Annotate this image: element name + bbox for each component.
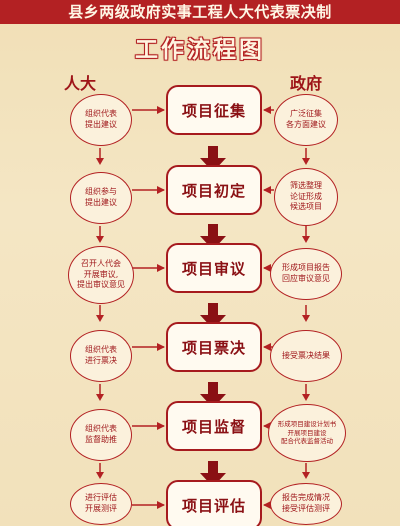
right-oval-6: 报告完成情况 接受评估测评: [270, 483, 342, 525]
poster-title: 县乡两级政府实事工程人大代表票决制: [68, 3, 332, 21]
step-preliminary: 项目初定: [166, 165, 262, 215]
right-column-header: 政府: [290, 74, 323, 93]
step-collection: 项目征集: [166, 85, 262, 135]
step-review: 项目审议: [166, 243, 262, 293]
step-supervision: 项目监督: [166, 401, 262, 451]
step-voting: 项目票决: [166, 322, 262, 372]
right-oval-1: 广泛征集 各方面建议: [274, 94, 338, 146]
left-oval-5: 组织代表 监督助推: [70, 409, 132, 461]
left-oval-6: 进行评估 开展测评: [70, 483, 132, 525]
left-column-header: 人大: [64, 74, 97, 93]
step-evaluation: 项目评估: [166, 480, 262, 526]
left-oval-2: 组织参与 提出建议: [70, 172, 132, 224]
right-oval-2: 筛选整理 论证形成 候选项目: [274, 168, 338, 226]
left-oval-3: 召开人代会 开展审议, 提出审议意见: [68, 246, 134, 304]
chart-subtitle: 工作流程图: [135, 37, 265, 63]
title-banner: [0, 0, 400, 24]
left-oval-1: 组织代表 提出建议: [70, 94, 132, 146]
left-oval-4: 组织代表 进行票决: [70, 330, 132, 382]
side-arrows: [96, 148, 310, 479]
right-oval-5: 形成项目建设计划书 开展项目建设 配合代表监督活动: [268, 404, 346, 462]
right-oval-3: 形成项目报告 回应审议意见: [270, 248, 342, 300]
right-oval-4: 接受票决结果: [270, 330, 342, 382]
